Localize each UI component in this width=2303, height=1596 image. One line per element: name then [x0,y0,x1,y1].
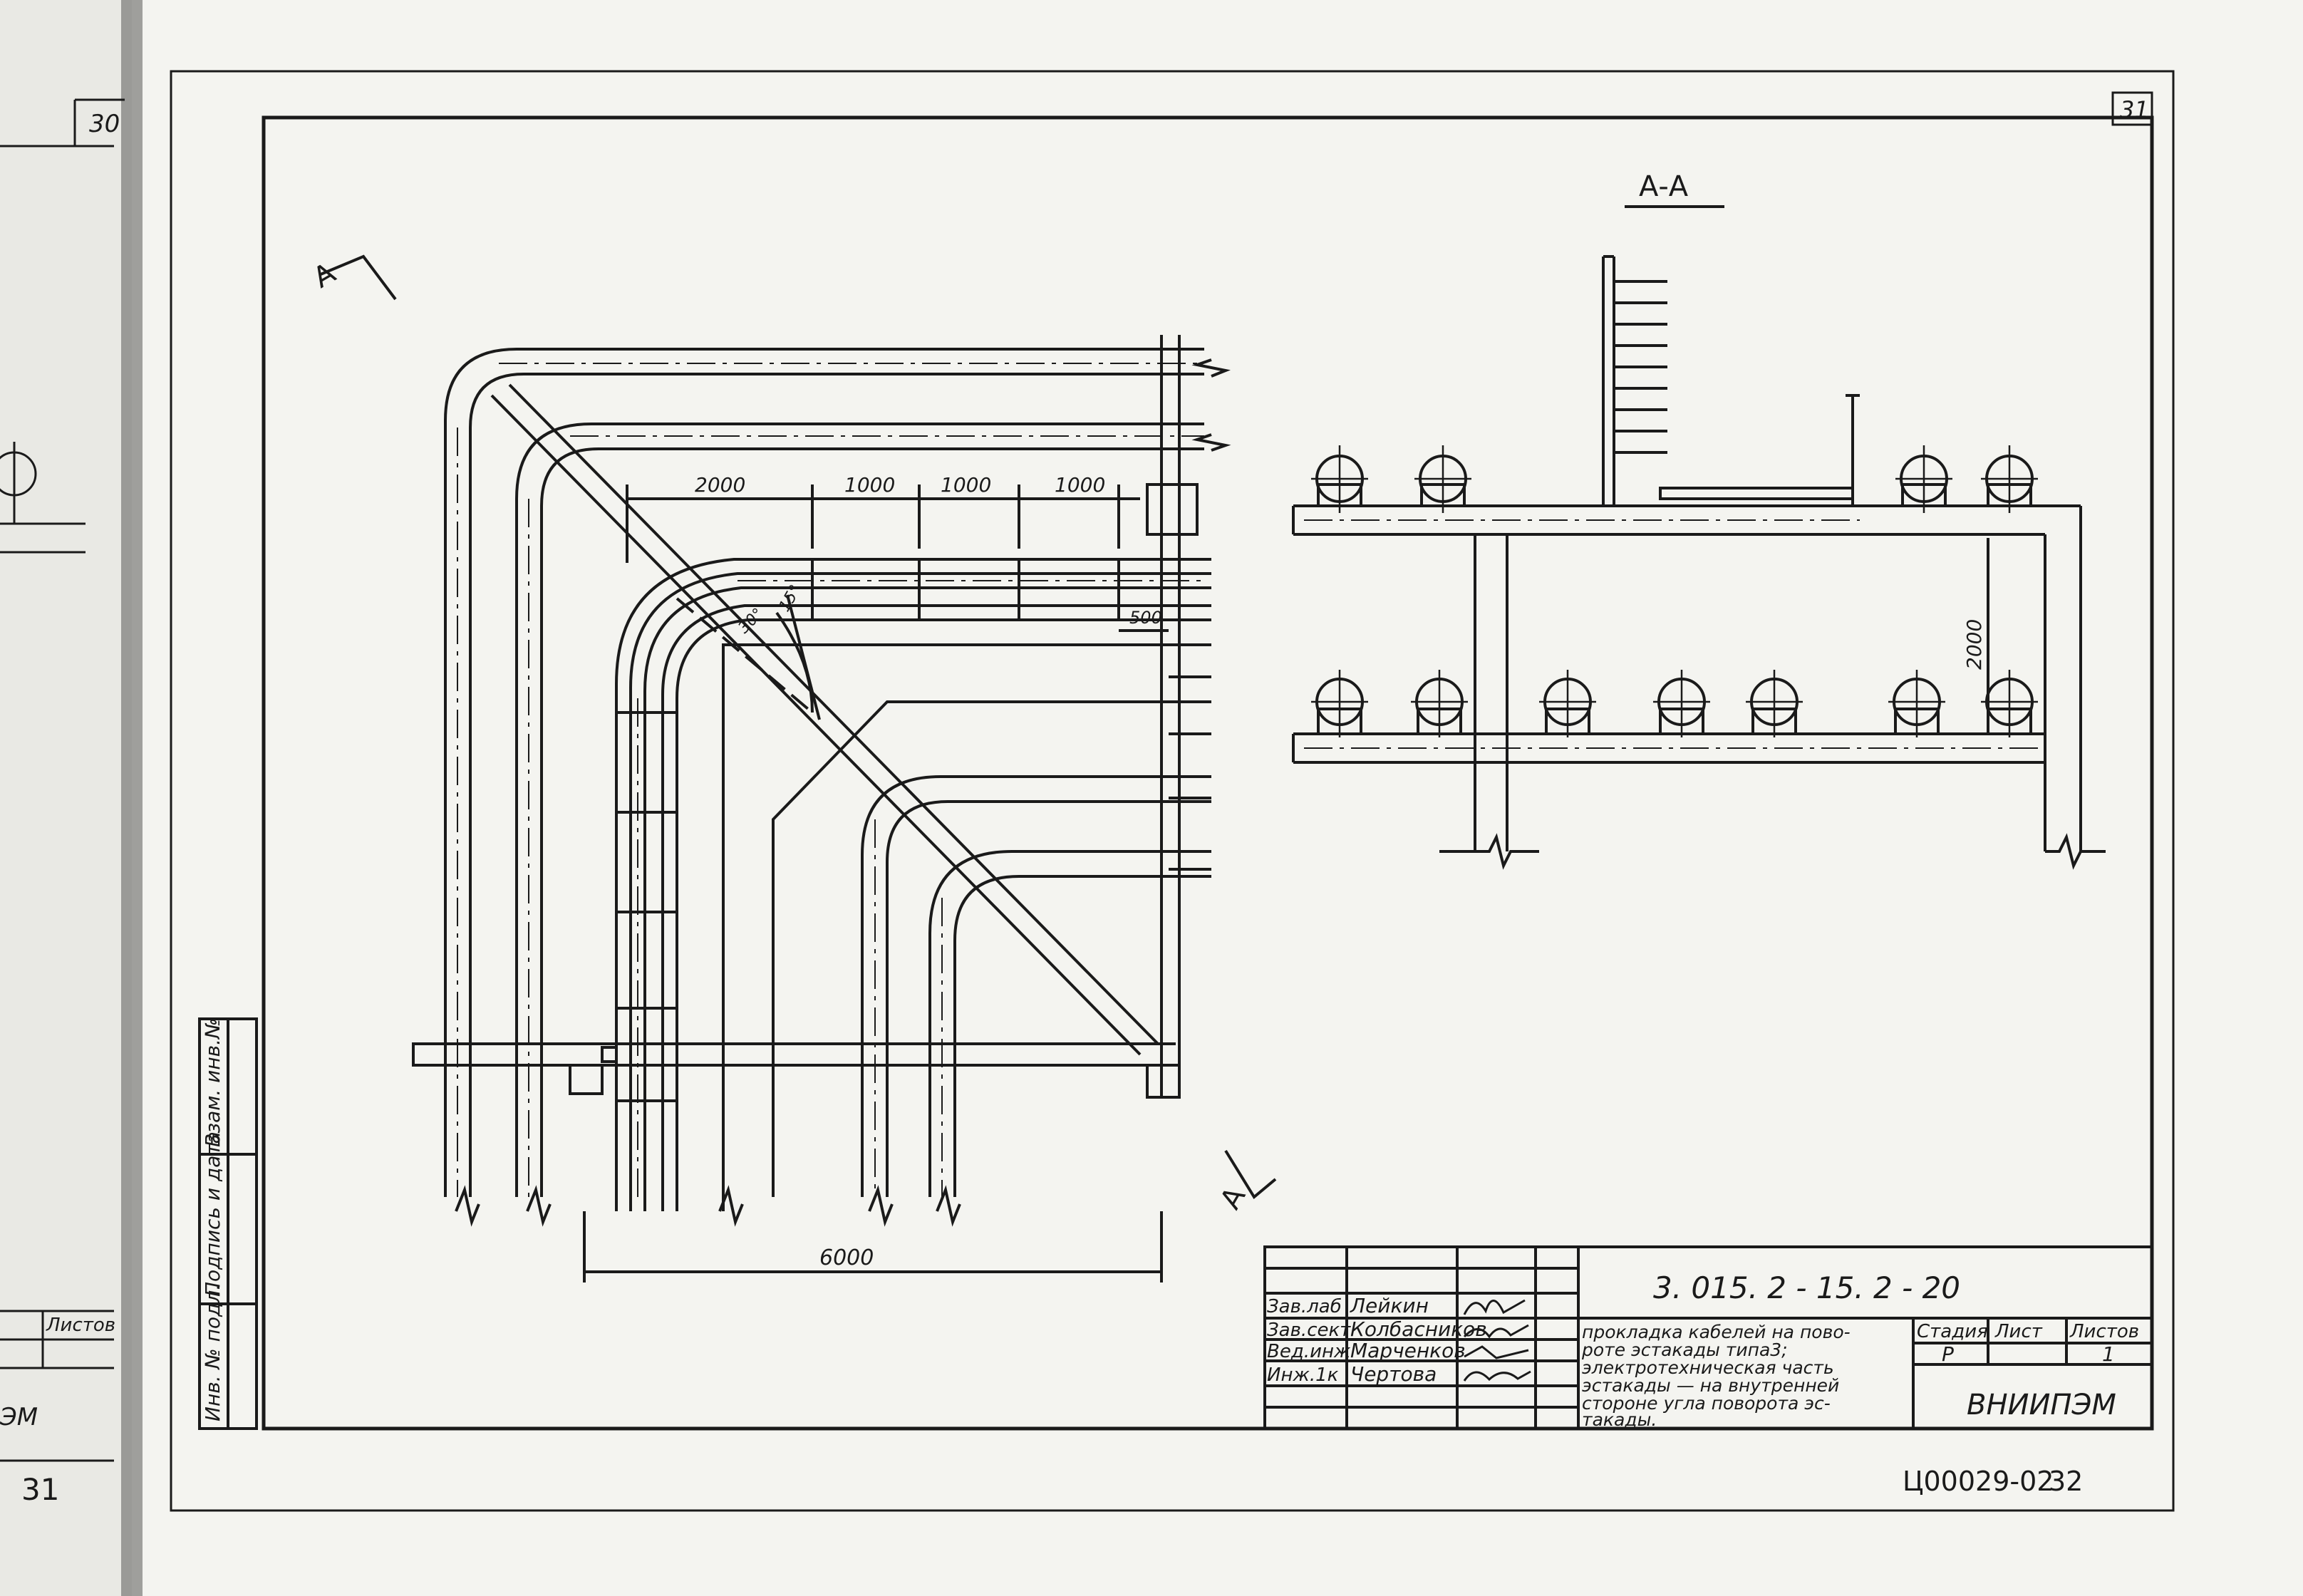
section-pipe-crosshairs [1311,445,2038,737]
description-line-5: стороне угла поворота эс- [1582,1393,1831,1414]
description-line-6: такады. [1582,1409,1657,1430]
section-marker-top: А [308,256,341,295]
sheets-header: Листов [2069,1321,2139,1342]
archive-code: Ц00029-02 [1903,1466,2054,1497]
side-stamp-sign-label: Подпись и дата [201,1131,224,1297]
side-stamp [198,1017,258,1430]
side-stamp-replace-label: Взам. инв.№ [201,1018,224,1147]
description-line-1: прокладка кабелей на пово- [1582,1322,1851,1342]
role-engineer: Инж.1к [1267,1364,1339,1386]
organization: ВНИИПЭМ [1967,1389,2116,1421]
signatures [1463,1299,1531,1382]
name-kolbasnikov: Колбасников [1350,1317,1487,1341]
plan-dim-2000: 2000 [695,473,745,497]
plan-dim-1000-c: 1000 [1055,473,1105,497]
description-line-4: эстакады — на внутренней [1582,1375,1839,1396]
section-title: А-А [1639,170,1689,203]
role-head-sector: Зав.сект [1267,1320,1351,1341]
sheets-value: 1 [2102,1342,2115,1366]
description-line-3: электротехническая часть [1582,1357,1834,1378]
name-marchenkov: Марченков [1350,1339,1466,1362]
side-stamp-inv-label: Инв. № подл. [201,1284,224,1421]
outer-border [170,70,2175,1512]
prev-page-org-fragment: ЭМ [0,1403,38,1431]
section-view [1292,255,2106,870]
prev-page-stamp-fragment: Листов [46,1315,115,1336]
book-gutter [121,0,143,1596]
archive-page: 32 [2049,1466,2083,1497]
plan-dim-1000-a: 1000 [844,473,895,497]
title-block-grid [1263,1245,2153,1430]
name-leikin: Лейкин [1350,1294,1429,1317]
inner-frame [262,115,2154,1431]
description-line-2: роте эстакады типа3; [1581,1340,1788,1360]
stage-header: Стадия [1917,1321,1988,1342]
plan-view [320,254,1277,1282]
page-number-box [2111,91,2153,126]
role-lead-engineer: Вед.инж [1267,1341,1351,1362]
name-chertova: Чертова [1350,1362,1437,1386]
angle-label-30: 30° [735,605,767,637]
prev-page-strip [0,0,132,1596]
plan-dim-500: 500 [1129,608,1162,628]
doc-code: 3. 015. 2 - 15. 2 - 20 [1653,1270,1960,1305]
plan-dim-6000: 6000 [819,1245,874,1270]
section-dim-2000: 2000 [1962,619,1986,670]
plan-center-lines [457,363,1204,1197]
section-center-lines [1304,519,2038,749]
stage-value: Р [1942,1342,1954,1366]
plan-dim-1000-b: 1000 [941,473,991,497]
sheet-header: Лист [1994,1321,2043,1342]
prev-page-fragments [0,98,125,1462]
prev-page-number: 30 [89,110,120,138]
page-number: 31 [2120,96,2149,123]
role-head-lab: Зав.лаб [1267,1296,1342,1317]
prev-page-bottom-number: 31 [21,1472,59,1507]
